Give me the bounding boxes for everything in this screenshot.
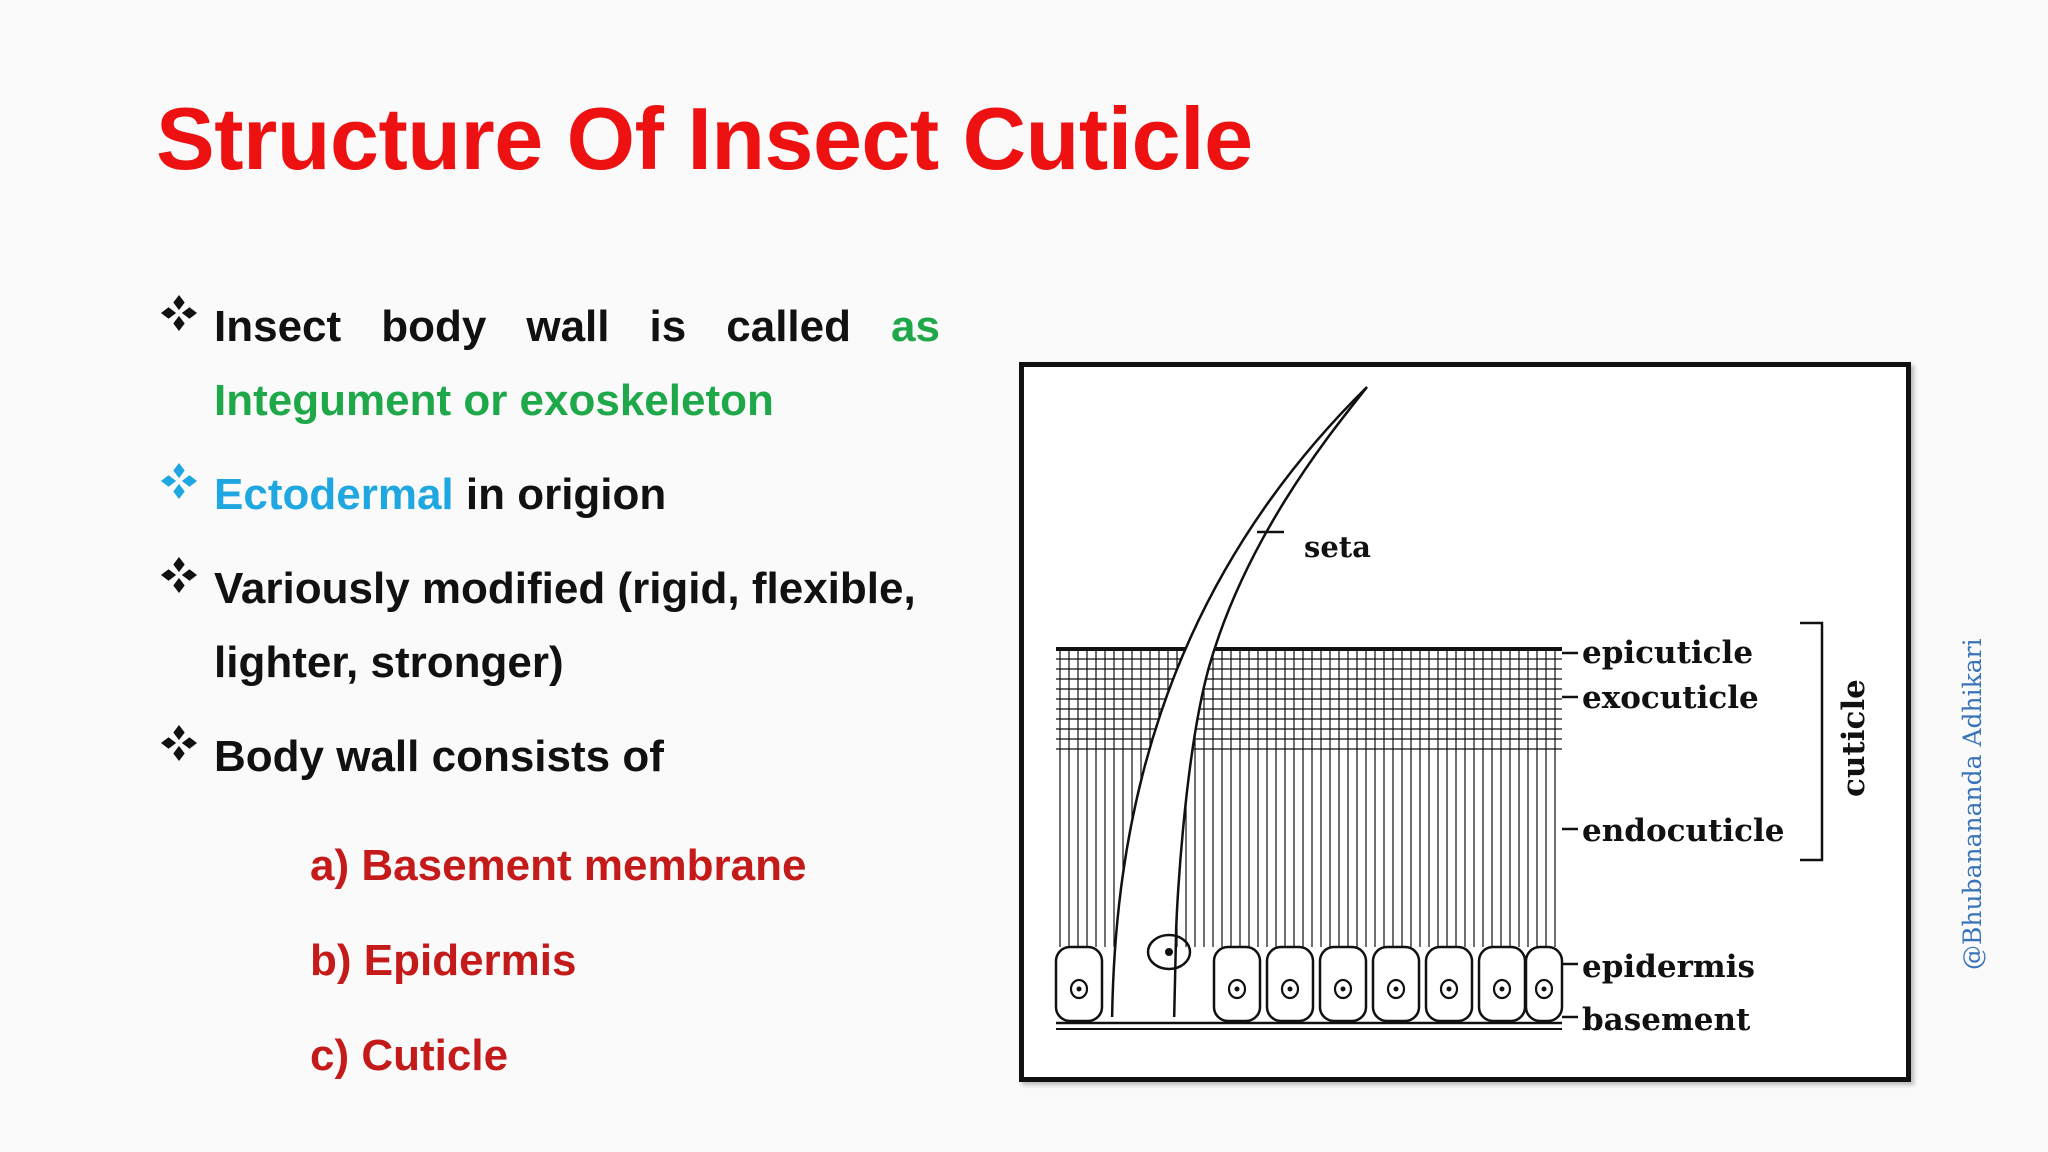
- label-endocuticle: endocuticle: [1582, 813, 1785, 849]
- sub-list: a) Basement membrane b) Epidermis c) Cut…: [160, 826, 806, 1121]
- bullet-ectodermal: Ectodermal in origion: [160, 458, 940, 532]
- diamond-bullet-icon: [160, 294, 198, 332]
- watermark: @Bhubanananda Adhikari: [1958, 638, 1987, 970]
- label-cuticle: cuticle: [1836, 679, 1872, 797]
- label-epidermis: epidermis: [1582, 949, 1755, 985]
- seta-hair: [1110, 386, 1368, 1026]
- label-exocuticle: exocuticle: [1582, 680, 1759, 716]
- seta-cell-nucleolus: [1165, 948, 1173, 956]
- cuticle-layers: [1056, 647, 1562, 947]
- bullet-modified: Variously modified (rigid, flexible, lig…: [160, 552, 940, 700]
- bullet-text: Variously modified (rigid, flexible, lig…: [214, 564, 916, 687]
- diamond-bullet-icon: [160, 556, 198, 594]
- bullet-text: Body wall consists of: [214, 732, 664, 781]
- label-epicuticle: epicuticle: [1582, 635, 1753, 671]
- bullet-list: Insect body wall is called as Integument…: [160, 290, 940, 814]
- bullet-text: in origion: [453, 470, 667, 519]
- sub-item-cuticle: c) Cuticle: [310, 1031, 509, 1080]
- bullet-consists: Body wall consists of: [160, 720, 940, 794]
- bullet-highlight: as Integument or exoskeleton: [214, 302, 940, 425]
- diamond-bullet-icon: [160, 462, 198, 500]
- cuticle-diagram: seta epicuticle exocuticle endocuticle e…: [1019, 362, 1911, 1082]
- diamond-bullet-icon: [160, 724, 198, 762]
- label-basement: basement: [1582, 1002, 1751, 1038]
- bullet-integument: Insect body wall is called as Integument…: [160, 290, 940, 438]
- leader-lines: [1257, 530, 1824, 1019]
- epidermal-cells: [1054, 945, 1564, 1023]
- cuticle-diagram-drawing: seta epicuticle exocuticle endocuticle e…: [1054, 386, 1872, 1038]
- sub-item-epidermis: b) Epidermis: [310, 936, 577, 985]
- seta-cell-nucleus: [1146, 933, 1192, 971]
- label-seta: seta: [1304, 530, 1371, 564]
- bullet-highlight: Ectodermal: [214, 470, 454, 519]
- bullet-text: Insect body wall is called: [214, 302, 892, 351]
- sub-item-basement: a) Basement membrane: [310, 841, 807, 890]
- slide-title: Structure Of Insect Cuticle: [156, 89, 1253, 188]
